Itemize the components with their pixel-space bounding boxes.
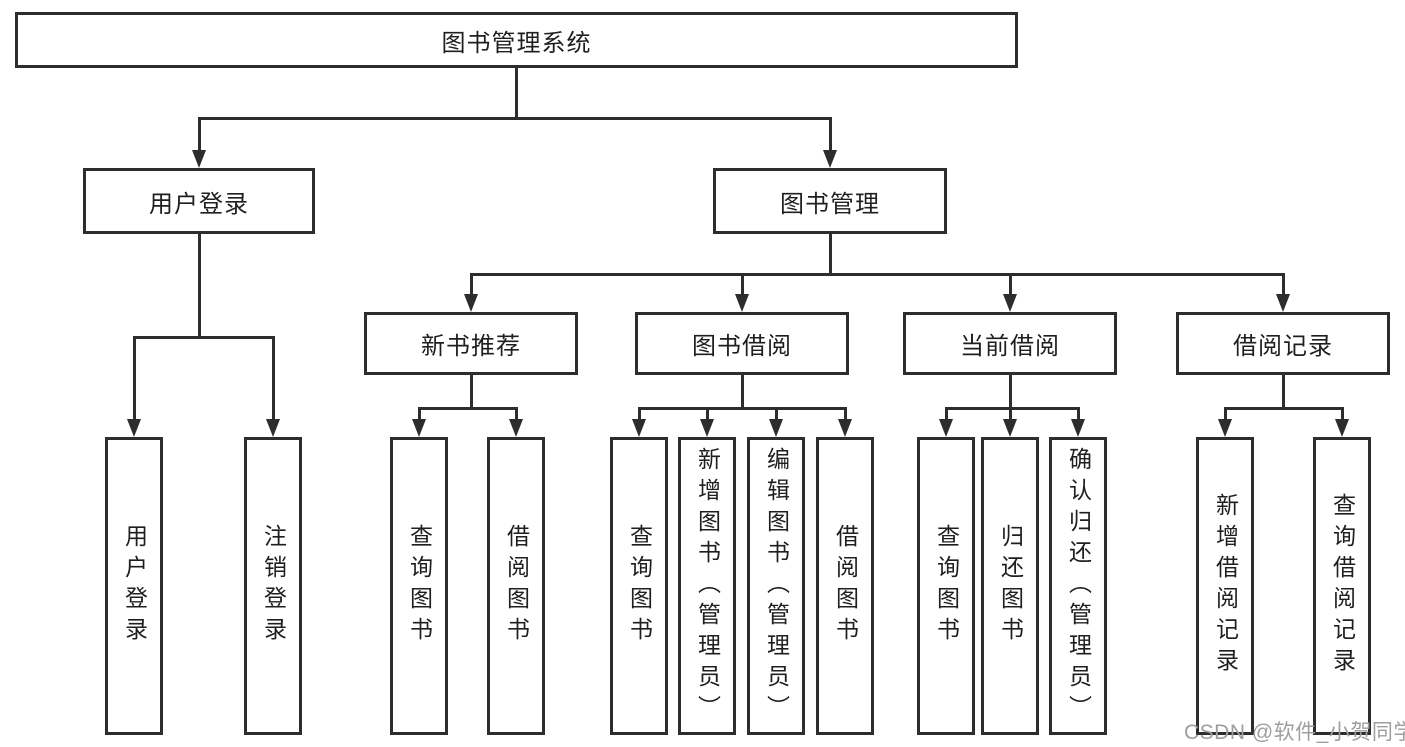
node-user-login: 用户登录 xyxy=(83,168,315,234)
leaf-bb-borrow-book-label: 借阅图书 xyxy=(832,524,859,648)
leaf-bb-edit-book-admin-label: 编辑图书（管理员） xyxy=(763,446,790,726)
leaf-cb-return-book-label: 归还图书 xyxy=(997,524,1024,648)
leaf-cb-query-book-label: 查询图书 xyxy=(933,524,960,648)
connector-line xyxy=(945,407,1079,410)
connector-line xyxy=(741,273,744,296)
connector-line xyxy=(1009,273,1012,296)
node-new-book-recommend-label: 新书推荐 xyxy=(421,333,521,360)
connector-line xyxy=(198,117,201,151)
arrowhead-down-icon xyxy=(412,419,426,437)
arrowhead-down-icon xyxy=(838,419,852,437)
connector-line xyxy=(198,234,201,339)
arrowhead-down-icon xyxy=(632,419,646,437)
leaf-nbr-borrow-book: 借阅图书 xyxy=(487,437,545,735)
leaf-br-add-record: 新增借阅记录 xyxy=(1196,437,1254,735)
arrowhead-down-icon xyxy=(735,294,749,312)
connector-line xyxy=(133,336,136,421)
arrowhead-down-icon xyxy=(1276,294,1290,312)
node-root-label: 图书管理系统 xyxy=(441,29,592,57)
connector-line xyxy=(844,407,847,422)
node-borrow-records: 借阅记录 xyxy=(1176,312,1390,375)
connector-line xyxy=(829,117,832,151)
csdn-watermark: CSDN @软件_小贺同学 xyxy=(1184,721,1405,744)
connector-line xyxy=(1077,407,1080,422)
connector-line xyxy=(1341,407,1344,422)
leaf-bb-query-book-label: 查询图书 xyxy=(626,524,653,648)
connector-line xyxy=(515,407,518,422)
arrowhead-down-icon xyxy=(1218,419,1232,437)
connector-line xyxy=(775,407,778,422)
connector-line xyxy=(470,273,1284,276)
leaf-br-query-record-label: 查询借阅记录 xyxy=(1329,493,1356,679)
arrowhead-down-icon xyxy=(464,294,478,312)
node-book-borrow-label: 图书借阅 xyxy=(692,333,792,360)
connector-line xyxy=(198,117,832,120)
node-new-book-recommend: 新书推荐 xyxy=(364,312,578,375)
leaf-user-login-label: 用户登录 xyxy=(121,524,148,648)
connector-line xyxy=(1282,375,1285,410)
arrowhead-down-icon xyxy=(509,419,523,437)
connector-line xyxy=(418,407,421,422)
leaf-cb-confirm-return-admin-label: 确认归还（管理员） xyxy=(1065,446,1092,726)
leaf-cb-query-book: 查询图书 xyxy=(917,437,975,735)
node-book-borrow: 图书借阅 xyxy=(635,312,849,375)
arrowhead-down-icon xyxy=(266,419,280,437)
node-current-borrow-label: 当前借阅 xyxy=(960,333,1060,360)
leaf-logout: 注销登录 xyxy=(244,437,302,735)
node-current-borrow: 当前借阅 xyxy=(903,312,1117,375)
leaf-nbr-query-book-label: 查询图书 xyxy=(406,524,433,648)
node-book-management: 图书管理 xyxy=(713,168,947,234)
arrowhead-down-icon xyxy=(1003,294,1017,312)
connector-line xyxy=(470,375,473,410)
leaf-bb-add-book-admin-label: 新增图书（管理员） xyxy=(694,446,721,726)
node-borrow-records-label: 借阅记录 xyxy=(1233,333,1333,360)
arrowhead-down-icon xyxy=(700,419,714,437)
leaf-nbr-query-book: 查询图书 xyxy=(390,437,448,735)
connector-line xyxy=(515,68,518,120)
leaf-bb-edit-book-admin: 编辑图书（管理员） xyxy=(747,437,805,735)
connector-line xyxy=(741,375,744,410)
connector-line xyxy=(945,407,948,422)
arrowhead-down-icon xyxy=(939,419,953,437)
leaf-br-query-record: 查询借阅记录 xyxy=(1313,437,1371,735)
leaf-cb-confirm-return-admin: 确认归还（管理员） xyxy=(1049,437,1107,735)
connector-line xyxy=(470,273,473,296)
arrowhead-down-icon xyxy=(769,419,783,437)
connector-line xyxy=(1224,407,1343,410)
node-user-login-label: 用户登录 xyxy=(149,190,249,218)
leaf-br-add-record-label: 新增借阅记录 xyxy=(1212,493,1239,679)
arrowhead-down-icon xyxy=(1003,419,1017,437)
arrowhead-down-icon xyxy=(1071,419,1085,437)
connector-line xyxy=(1282,273,1285,296)
connector-line xyxy=(1009,407,1012,422)
connector-line xyxy=(706,407,709,422)
node-root: 图书管理系统 xyxy=(15,12,1018,68)
connector-line xyxy=(272,336,275,421)
leaf-logout-label: 注销登录 xyxy=(260,524,287,648)
arrowhead-down-icon xyxy=(1335,419,1349,437)
leaf-bb-query-book: 查询图书 xyxy=(610,437,668,735)
leaf-nbr-borrow-book-label: 借阅图书 xyxy=(503,524,530,648)
connector-line xyxy=(638,407,641,422)
connector-line xyxy=(133,336,275,339)
arrowhead-down-icon xyxy=(192,150,206,168)
connector-line xyxy=(638,407,847,410)
leaf-user-login: 用户登录 xyxy=(105,437,163,735)
leaf-cb-return-book: 归还图书 xyxy=(981,437,1039,735)
node-book-management-label: 图书管理 xyxy=(780,190,880,218)
arrowhead-down-icon xyxy=(823,150,837,168)
connector-line xyxy=(829,234,832,276)
leaf-bb-borrow-book: 借阅图书 xyxy=(816,437,874,735)
connector-line xyxy=(1224,407,1227,422)
arrowhead-down-icon xyxy=(127,419,141,437)
connector-line xyxy=(418,407,518,410)
connector-line xyxy=(1009,375,1012,410)
leaf-bb-add-book-admin: 新增图书（管理员） xyxy=(678,437,736,735)
